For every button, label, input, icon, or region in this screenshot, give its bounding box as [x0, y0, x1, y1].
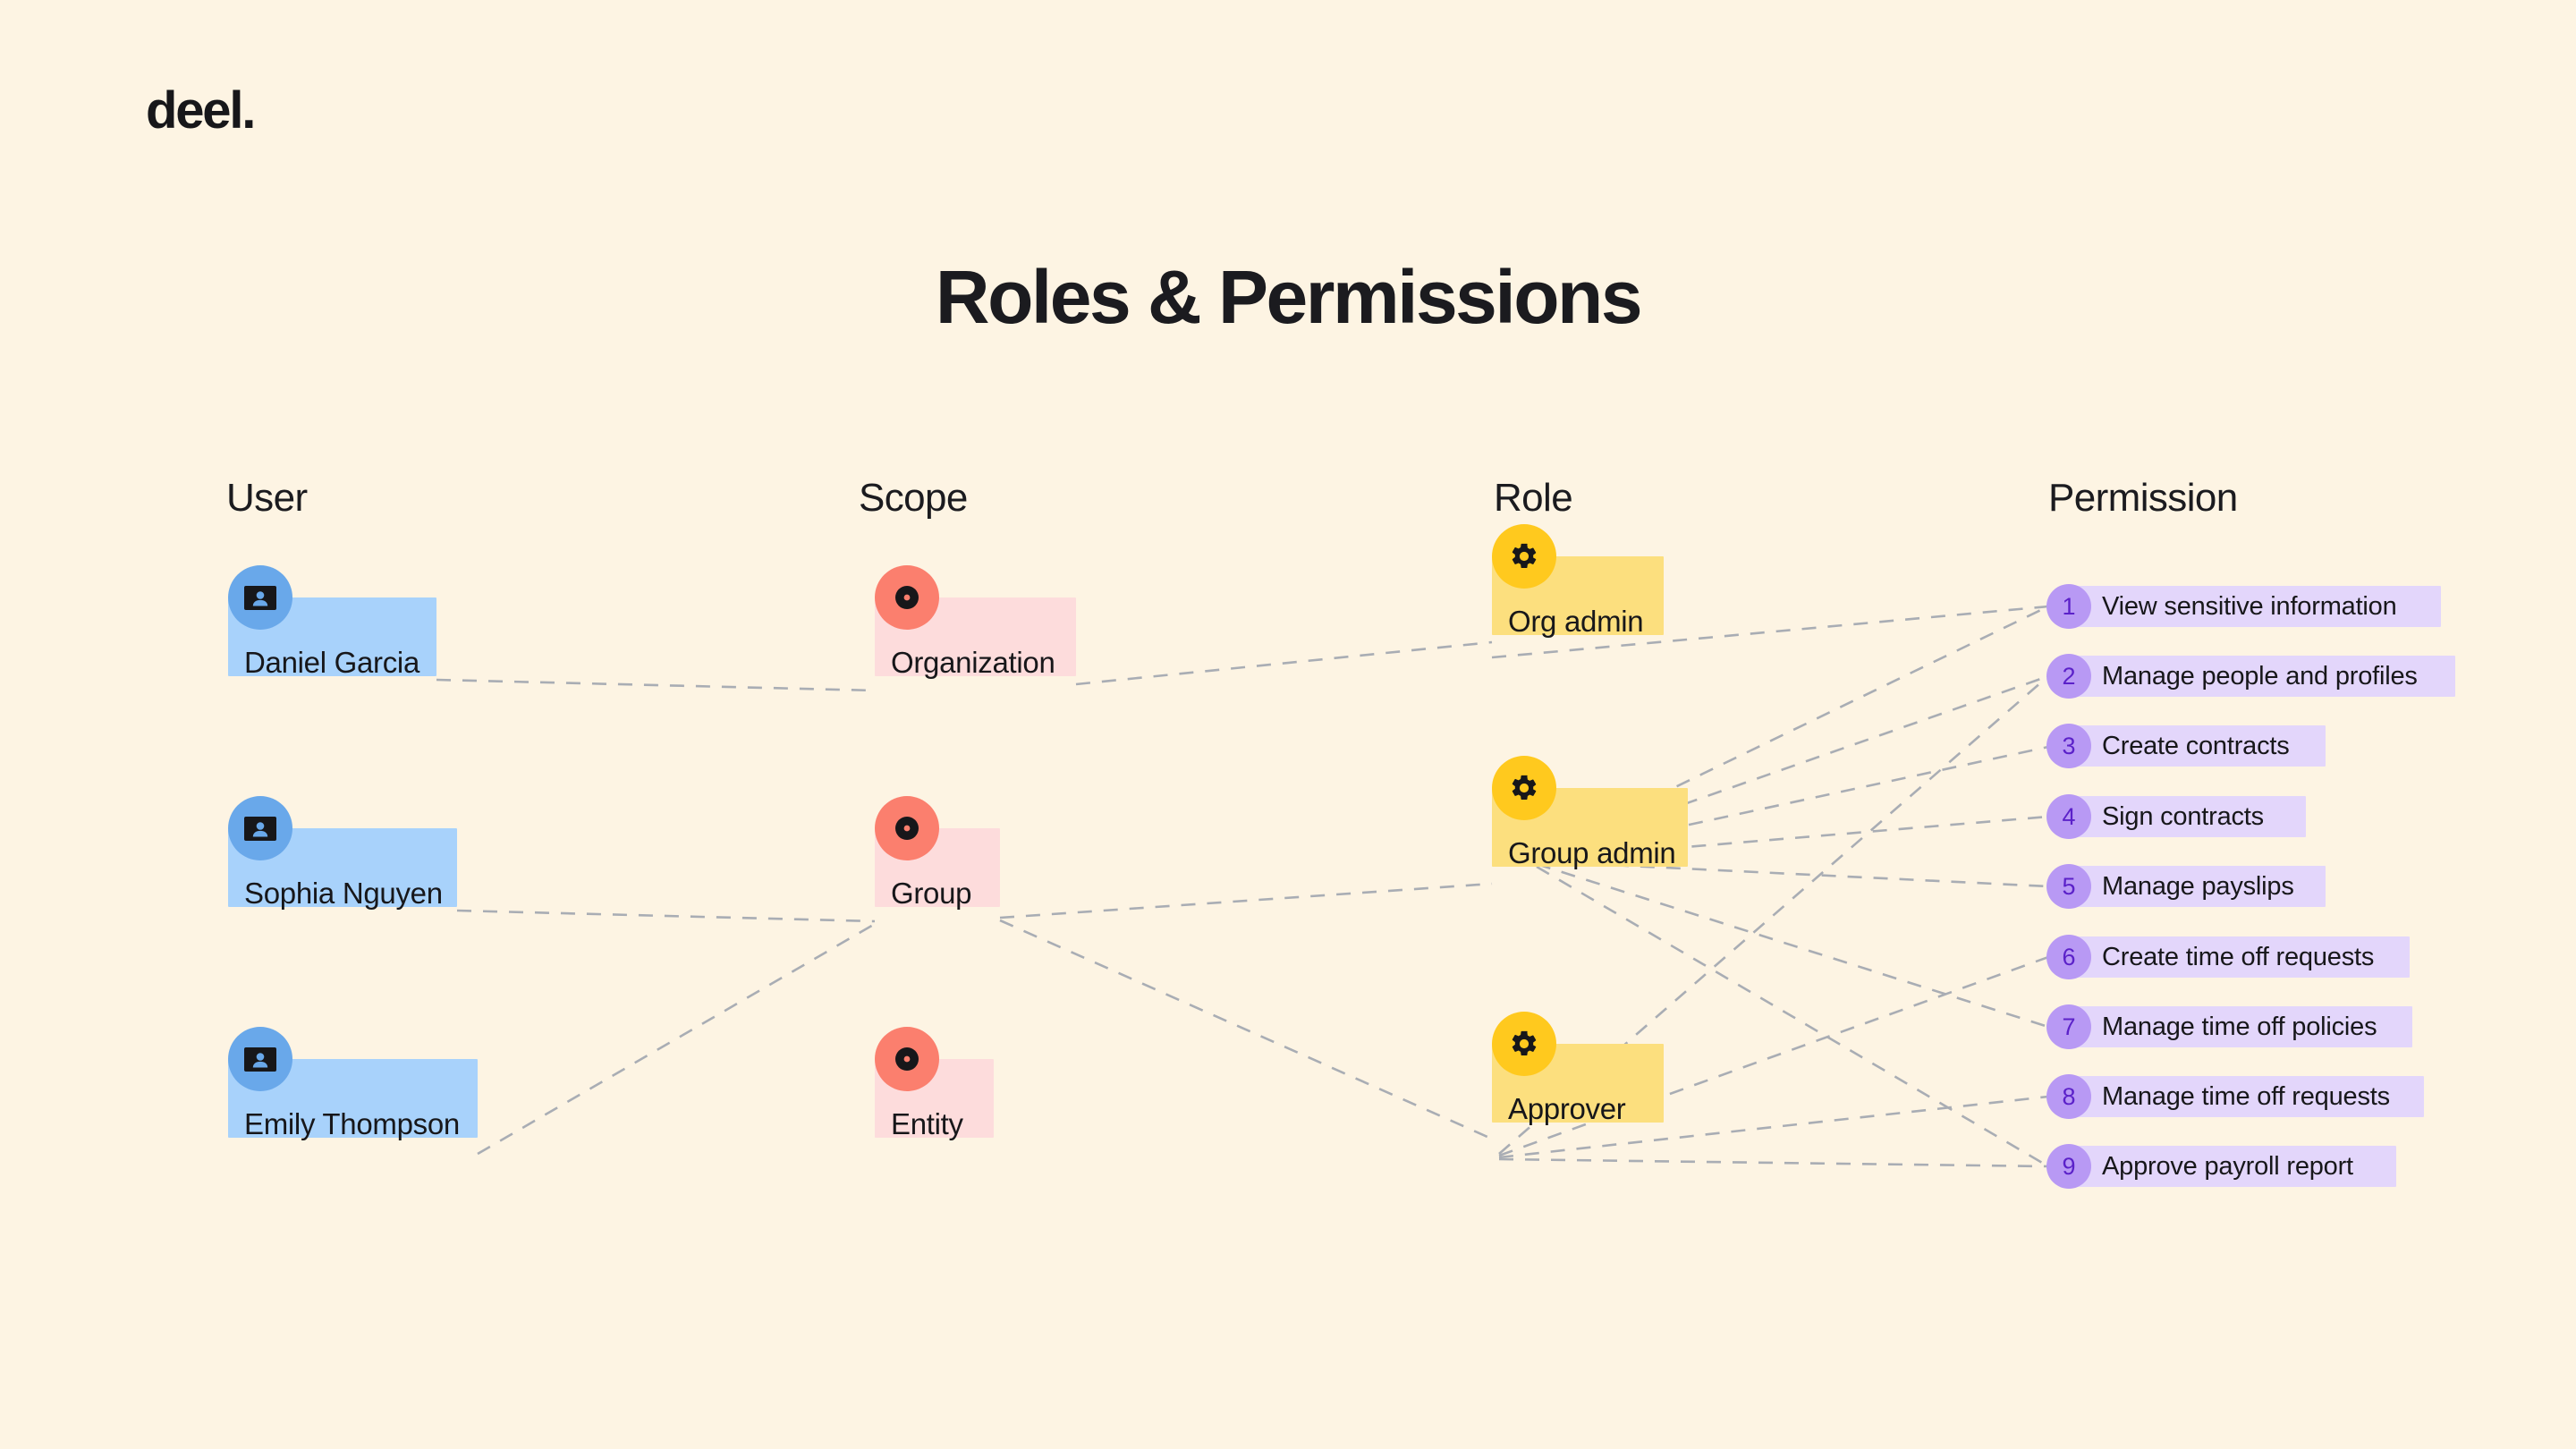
permission-number-badge: 1: [2046, 584, 2091, 629]
permission-number-badge: 5: [2046, 864, 2091, 909]
permission-label: Manage payslips: [2102, 871, 2294, 901]
permission-number-badge: 7: [2046, 1004, 2091, 1049]
target-ring-icon: [875, 1027, 939, 1091]
permission-bar: [2066, 586, 2441, 627]
permission-label: Approve payroll report: [2102, 1151, 2353, 1181]
permission-number-badge: 3: [2046, 724, 2091, 768]
permission-bar: [2066, 725, 2326, 767]
permission-number-badge: 4: [2046, 794, 2091, 839]
permission-bar: [2066, 1146, 2396, 1187]
scope-label: Group: [891, 877, 972, 910]
permission-label: Sign contracts: [2102, 801, 2264, 831]
id-card-icon: [228, 796, 292, 860]
role-label: Group admin: [1508, 836, 1676, 869]
user-label: Daniel Garcia: [244, 646, 420, 679]
target-ring-icon: [875, 565, 939, 630]
link-organization-orgadmin: [1075, 640, 1493, 686]
permission-label: View sensitive information: [2102, 591, 2397, 621]
gear-icon: [1492, 524, 1556, 589]
column-header-role: Role: [1494, 476, 1573, 520]
user-label: Sophia Nguyen: [244, 877, 443, 910]
permission-bar: [2066, 656, 2455, 697]
scope-label: Entity: [891, 1107, 963, 1140]
role-label: Approver: [1508, 1092, 1626, 1125]
link-group-groupadmin: [999, 882, 1493, 919]
scope-label: Organization: [891, 646, 1055, 679]
permission-label: Manage time off requests: [2102, 1081, 2390, 1111]
link-group-approver: [999, 919, 1496, 1142]
column-header-scope: Scope: [859, 476, 968, 520]
column-header-permission: Permission: [2048, 476, 2238, 520]
column-header-user: User: [226, 476, 308, 520]
permission-bar: [2066, 1076, 2424, 1117]
page-title: Roles & Permissions: [935, 255, 1643, 339]
link-approver-perm9: [1498, 1157, 2049, 1168]
permission-number-badge: 8: [2046, 1074, 2091, 1119]
gear-icon: [1492, 756, 1556, 820]
permission-number-badge: 2: [2046, 654, 2091, 699]
target-ring-icon: [875, 796, 939, 860]
deel-logo: deel.: [146, 81, 256, 140]
permission-bar: [2066, 796, 2306, 837]
user-label: Emily Thompson: [244, 1107, 460, 1140]
id-card-icon: [228, 565, 292, 630]
permission-label: Create time off requests: [2102, 942, 2375, 971]
permission-number-badge: 6: [2046, 935, 2091, 979]
permission-label: Manage time off policies: [2102, 1012, 2377, 1041]
permission-bar: [2066, 1006, 2412, 1047]
link-daniel-organization: [436, 678, 876, 692]
permission-label: Create contracts: [2102, 731, 2290, 760]
permission-bar: [2066, 936, 2410, 978]
permission-label: Manage people and profiles: [2102, 661, 2418, 691]
gear-icon: [1492, 1012, 1556, 1076]
permission-bar: [2066, 866, 2326, 907]
link-sophia-group: [456, 909, 876, 923]
link-groupadmin-perm7: [1536, 862, 2049, 1029]
permission-number-badge: 9: [2046, 1144, 2091, 1189]
id-card-icon: [228, 1027, 292, 1091]
role-label: Org admin: [1508, 605, 1644, 638]
link-emily-group: [477, 922, 876, 1156]
